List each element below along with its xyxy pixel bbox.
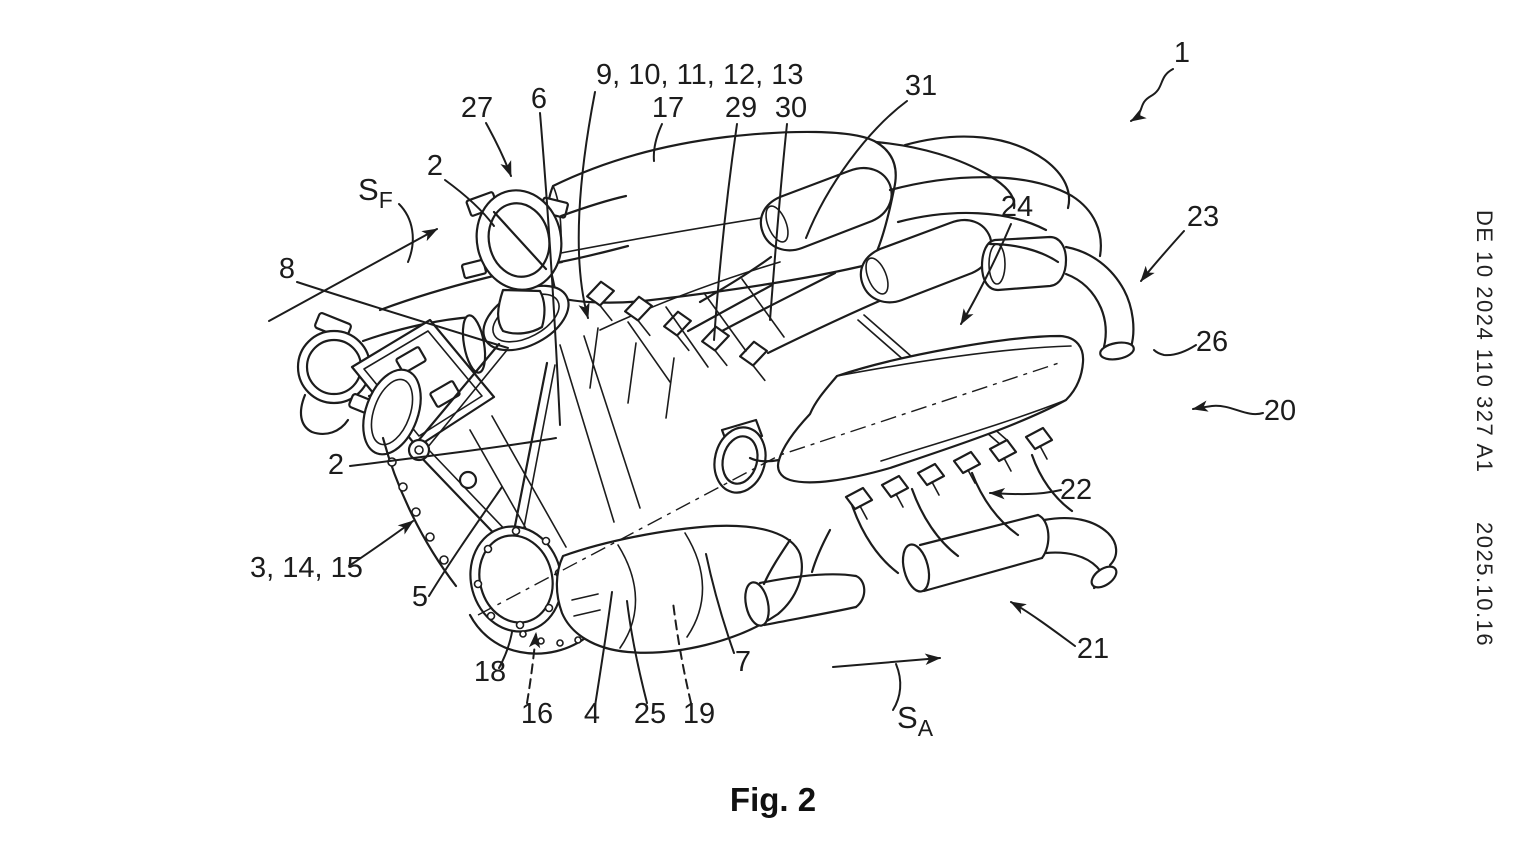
reference-labels: 9, 10, 11, 12, 13 27 6 17 29 30 31 1 2 8…: [250, 37, 1296, 741]
ref-label-22: 22: [1060, 474, 1092, 506]
ref-label-2-front: 2: [427, 150, 443, 182]
ref-label-6: 6: [531, 83, 547, 115]
throttle-body-center: [713, 418, 767, 494]
catalytic-converter-lower-right: [901, 513, 1050, 593]
leader-16: [526, 631, 541, 704]
patent-margin: DE 10 2024 110 327 A1 2025.10.16: [1472, 210, 1497, 647]
crankcase-bolts: [387, 457, 449, 565]
ignition-coils-row: [582, 261, 785, 419]
ref-label-5: 5: [412, 581, 428, 613]
ref-label-17: 17: [652, 92, 684, 124]
ref-label-19: 19: [683, 698, 715, 730]
crank-flange: [468, 525, 590, 655]
throttle-body-front: [460, 189, 630, 335]
flow-label-sf: SF: [358, 172, 393, 213]
figure-caption: Fig. 2: [730, 781, 816, 818]
catalytic-converter-b: [859, 219, 993, 304]
leader-1: [1130, 68, 1174, 122]
leader-23: [1140, 230, 1185, 282]
leader-26: [1153, 344, 1197, 357]
flow-arrow-front-tail: [398, 203, 414, 263]
leader-24: [960, 223, 1012, 325]
ref-label-7: 7: [735, 646, 751, 678]
leader-21: [1010, 601, 1076, 647]
leader-3-14-15: [348, 520, 414, 567]
intake-runners-lower: [844, 426, 1074, 575]
leader-2-front: [444, 179, 495, 227]
leader-9-13: [577, 91, 596, 320]
exhaust-elbow-pipe: [988, 242, 1135, 361]
oil-pan: [555, 524, 803, 654]
catalytic-converter-lower-left: [744, 528, 866, 627]
leader-17: [652, 123, 663, 162]
leader-8: [296, 281, 509, 349]
leader-7: [705, 553, 735, 654]
ref-label-20: 20: [1264, 395, 1296, 427]
ref-label-2-belt: 2: [328, 449, 344, 481]
ref-label-21: 21: [1077, 633, 1109, 665]
intake-manifold: [748, 334, 1085, 484]
leader-22: [988, 487, 1062, 500]
leader-29: [713, 123, 738, 341]
flow-label-sa: SA: [897, 700, 934, 741]
ref-label-29: 29: [725, 92, 757, 124]
ref-label-16: 16: [521, 698, 553, 730]
leader-25: [626, 600, 648, 704]
ref-label-4: 4: [584, 698, 600, 730]
flow-arrow-rear-tail: [892, 663, 902, 711]
leader-31: [805, 100, 908, 239]
flow-arrow-front: [268, 228, 439, 322]
ref-label-8: 8: [279, 253, 295, 285]
exhaust-tailpipes: [1042, 517, 1118, 590]
ref-label-26: 26: [1196, 326, 1228, 358]
patent-number: DE 10 2024 110 327 A1: [1472, 210, 1497, 474]
ref-label-31: 31: [905, 70, 937, 102]
ref-label-27: 27: [461, 92, 493, 124]
leader-lines: [268, 68, 1264, 711]
leader-18: [498, 631, 513, 669]
flow-arrow-rear: [832, 653, 942, 668]
ref-label-3-14-15: 3, 14, 15: [250, 552, 363, 584]
valve-cover-left: [350, 318, 496, 456]
leader-5: [428, 486, 503, 597]
ref-label-1: 1: [1174, 37, 1190, 69]
leader-6: [539, 112, 561, 426]
ref-label-25: 25: [634, 698, 666, 730]
leader-19: [672, 601, 692, 704]
leader-2-belt: [349, 437, 557, 467]
catalytic-converter-a: [759, 167, 893, 252]
leader-30: [769, 123, 788, 321]
ref-label-18: 18: [474, 656, 506, 688]
leader-27: [485, 122, 512, 178]
ref-label-23: 23: [1187, 201, 1219, 233]
ref-label-30: 30: [775, 92, 807, 124]
patent-date: 2025.10.16: [1472, 522, 1497, 647]
ref-label-9-13: 9, 10, 11, 12, 13: [596, 59, 803, 91]
leader-20: [1191, 400, 1264, 416]
engine-drawing: [296, 130, 1135, 655]
ref-label-24: 24: [1001, 191, 1033, 223]
leader-4: [594, 591, 613, 707]
